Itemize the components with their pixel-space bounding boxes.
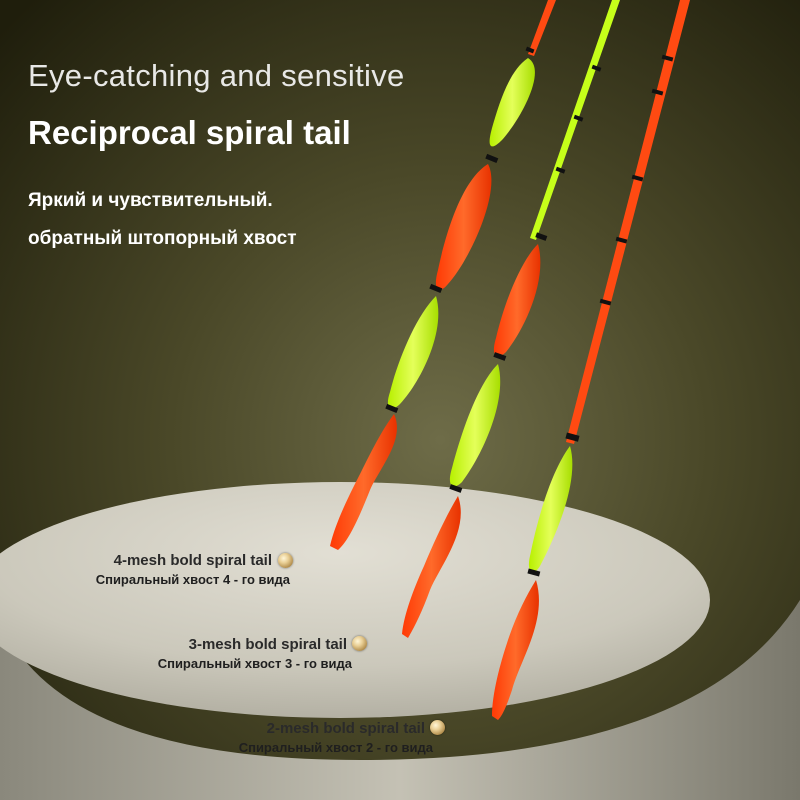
float-middle — [402, 0, 620, 638]
label-3-mesh-ru: Спиральный хвост 3 - го вида — [157, 656, 352, 671]
float-left — [330, 0, 556, 550]
label-4-mesh: 4-mesh bold spiral tail Спиральный хвост… — [96, 551, 290, 589]
marker-dot-icon — [278, 553, 293, 568]
subtitle-ru-line1: Яркий и чувствительный. — [28, 190, 273, 211]
float-left-green-body — [387, 296, 439, 409]
label-3-mesh-en: 3-mesh bold spiral tail — [188, 636, 347, 653]
float-middle-tail — [402, 496, 461, 638]
float-left-tail — [330, 414, 397, 550]
float-right-green-body — [528, 446, 573, 572]
label-4-mesh-en: 4-mesh bold spiral tail — [113, 552, 272, 569]
pedestal-side — [0, 540, 800, 800]
label-2-mesh-ru: Спиральный хвост 2 - го вида — [238, 740, 433, 755]
float-left-antenna — [528, 0, 556, 56]
float-right — [492, 0, 690, 720]
float-right-tail — [492, 580, 539, 720]
label-2-mesh-en: 2-mesh bold spiral tail — [266, 720, 425, 737]
float-middle-orange-body — [493, 244, 541, 357]
label-4-mesh-ru: Спиральный хвост 4 - го вида — [95, 572, 290, 587]
float-left-orange-body — [435, 164, 492, 290]
marker-dot-icon — [352, 636, 367, 651]
pedestal-top — [0, 482, 710, 718]
headline-line2: Reciprocal spiral tail — [28, 114, 351, 151]
label-3-mesh: 3-mesh bold spiral tail Спиральный хвост… — [158, 635, 352, 673]
subtitle-ru-line2: обратный штопорный хвост — [28, 228, 297, 249]
label-2-mesh: 2-mesh bold spiral tail Спиральный хвост… — [239, 719, 433, 757]
marker-dot-icon — [430, 720, 445, 735]
float-middle-green-body — [449, 364, 501, 487]
float-left-green-top — [489, 58, 535, 147]
float-middle-antenna — [530, 0, 620, 240]
headline-line1: Eye-catching and sensitive — [28, 58, 405, 93]
float-right-antenna — [566, 0, 690, 444]
